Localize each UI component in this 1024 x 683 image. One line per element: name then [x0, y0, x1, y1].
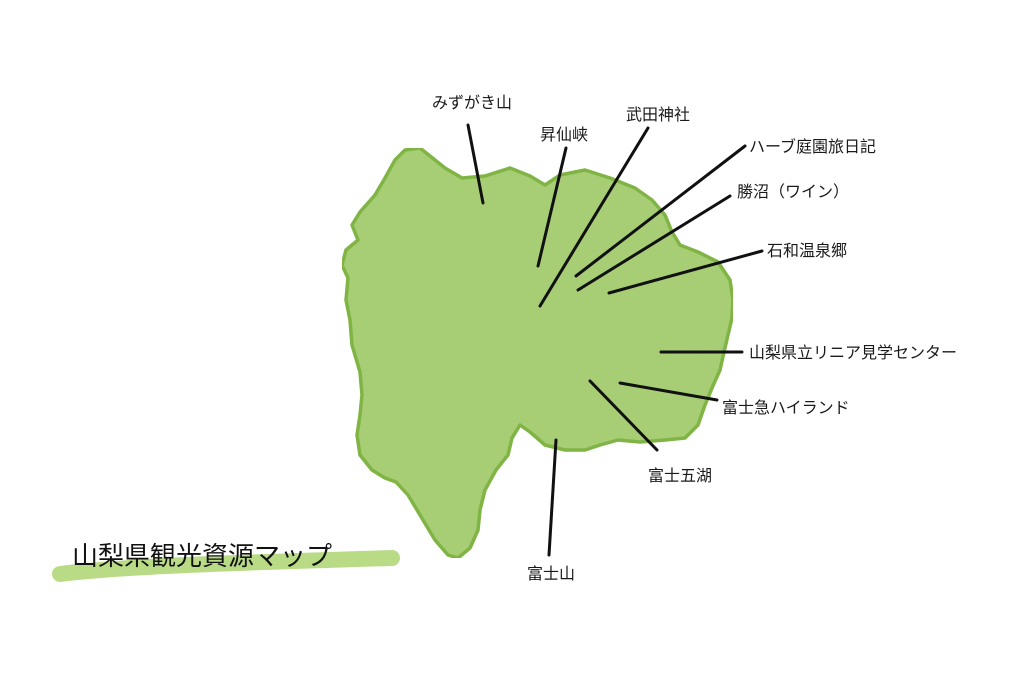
leader-isawa: [607, 249, 764, 295]
label-herb: ハーブ庭園旅日記: [749, 137, 876, 156]
leader-herb: [574, 144, 747, 278]
label-katsunuma: 勝沼（ワイン）: [737, 182, 849, 201]
label-takeda: 武田神社: [626, 105, 690, 124]
leader-takeda: [538, 126, 650, 308]
leader-shosenkyo: [536, 146, 568, 268]
leader-goko: [588, 379, 659, 452]
leader-fujisan: [547, 438, 558, 557]
page-title: 山梨県観光資源マップ: [72, 542, 332, 572]
label-shosenkyo: 昇仙峡: [540, 125, 588, 144]
label-linear: 山梨県立リニア見学センター: [749, 343, 957, 362]
leader-lines: [466, 123, 764, 557]
yamanashi-prefecture-shape: [340, 146, 735, 560]
place-labels: みずがき山 昇仙峡 武田神社 ハーブ庭園旅日記 勝沼（ワイン） 石和温泉郷 山梨…: [432, 93, 957, 583]
label-goko: 富士五湖: [648, 466, 712, 485]
leader-fujikyu: [618, 381, 719, 402]
label-mizugaki: みずがき山: [432, 93, 512, 112]
label-isawa: 石和温泉郷: [767, 241, 847, 260]
leader-katsunuma: [576, 194, 732, 292]
label-fujisan: 富士山: [527, 564, 575, 583]
leader-mizugaki: [466, 123, 485, 205]
map-title: 山梨県観光資源マップ: [52, 542, 400, 582]
title-highlight: [52, 550, 400, 582]
label-fujikyu: 富士急ハイランド: [722, 398, 850, 417]
